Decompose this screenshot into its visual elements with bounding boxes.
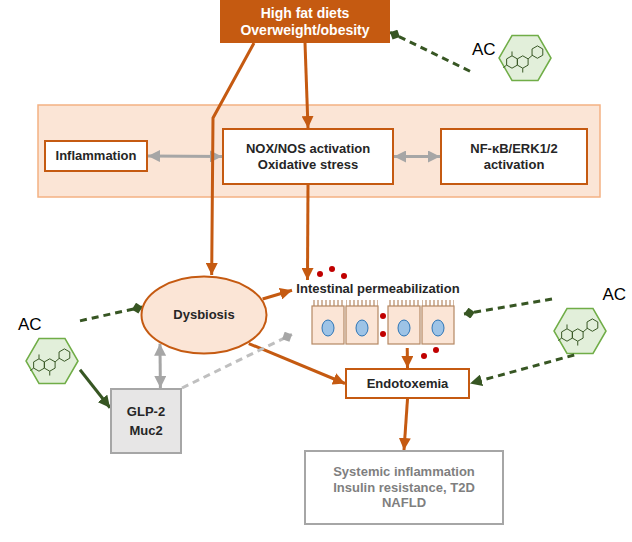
connector-arrow xyxy=(80,307,143,321)
connector-arrow xyxy=(406,348,409,368)
node-text: NOX/NOS activation Oxidative stress xyxy=(230,141,386,172)
node-text: Systemic inflammation Insulin resistance… xyxy=(314,464,494,511)
process-box: Endotoxemia xyxy=(345,368,470,399)
node-text: Inflammation xyxy=(56,148,137,164)
anthocyanin-molecule xyxy=(499,36,551,81)
node-text: Intestinal permeabilization xyxy=(296,281,459,297)
anthocyanin-molecule xyxy=(554,309,606,354)
connector-arrow xyxy=(158,344,161,388)
node-text: High fat diets Overweight/obesity xyxy=(226,5,384,39)
node-text: GLP-2 Muc2 xyxy=(116,402,176,441)
connector-arrow xyxy=(404,399,408,450)
node-text: AC xyxy=(18,315,42,335)
cause-box: High fat diets Overweight/obesity xyxy=(220,0,390,43)
node-text: Dysbiosis xyxy=(173,307,234,323)
node-text: Endotoxemia xyxy=(367,376,449,392)
connector-arrow xyxy=(394,155,440,158)
intestinal-epithelium xyxy=(312,300,454,344)
compound-label: AC xyxy=(18,315,80,388)
node-text: NF-κB/ERK1/2 activation xyxy=(448,141,580,172)
pathway-band xyxy=(38,105,600,197)
compound-label: AC xyxy=(552,285,626,355)
process-ellipse: Dysbiosis xyxy=(140,275,268,355)
connector-arrow xyxy=(306,185,310,280)
connector-arrow xyxy=(390,32,470,71)
outcome-box: Systemic inflammation Insulin resistance… xyxy=(304,450,504,525)
endotoxin-dots xyxy=(317,266,439,359)
process-box: NOX/NOS activation Oxidative stress xyxy=(222,128,394,185)
connector-arrow xyxy=(80,370,110,408)
factor-box: GLP-2 Muc2 xyxy=(110,388,182,454)
connector-arrow xyxy=(263,290,292,299)
node-text: AC xyxy=(602,285,626,305)
node-text: AC xyxy=(472,40,496,60)
process-box: Inflammation xyxy=(44,140,148,172)
anthocyanin-molecule xyxy=(26,339,78,384)
compound-label: AC xyxy=(470,30,554,85)
process-box: NF-κB/ERK1/2 activation xyxy=(440,128,588,185)
epithelium-node: Intestinal permeabilization xyxy=(292,280,464,348)
connector-arrow xyxy=(470,355,574,384)
connector-arrow xyxy=(148,155,222,159)
connector-arrow xyxy=(464,299,552,314)
connector-arrow xyxy=(305,43,308,128)
